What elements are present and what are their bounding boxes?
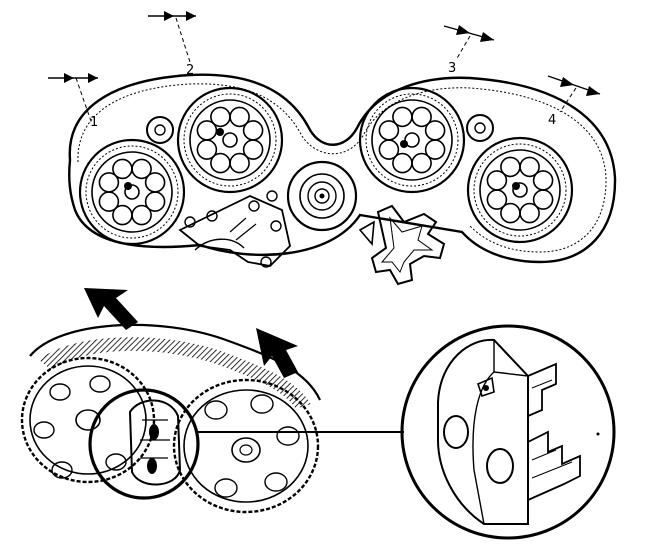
sprocket-perspective-view: [20, 288, 616, 540]
sprocket-lightening-hole: [500, 156, 521, 178]
timing-belt-top-view: 1 2 3 4: [48, 11, 617, 286]
engine-block-edge: [194, 238, 245, 251]
sprocket-lightening-hole: [500, 202, 521, 224]
sprocket-hub: [124, 184, 140, 200]
idler-pulley-left: [146, 116, 174, 144]
sprocket-lightening-hole: [112, 204, 133, 226]
sprocket-lightening-hole: [131, 204, 152, 226]
sprocket-lightening-hole: [131, 158, 152, 180]
tool-hole-lower: [486, 448, 514, 484]
locking-tool-inner: [380, 216, 434, 273]
tool-screw: [477, 376, 495, 398]
timing-mark-dot: [124, 182, 132, 190]
sprocket-lightening-hole: [519, 156, 540, 178]
sprocket-lightening-hole: [196, 139, 218, 160]
sprocket-lightening-hole: [242, 120, 264, 141]
callout-label-1: 1: [90, 115, 98, 130]
right-perspective-sprocket: [172, 378, 320, 514]
camshaft-sprocket-3: [358, 86, 466, 194]
sprocket-lightening-hole: [486, 189, 508, 210]
callout-1: 1: [48, 73, 98, 130]
timing-belt-inner-line: [77, 83, 607, 253]
timing-mark-dot: [216, 128, 224, 136]
belt-tensioner-pulley: [286, 160, 358, 232]
tensioner-bracket: [178, 190, 291, 268]
sprocket-lightening-hole: [519, 202, 540, 224]
camshaft-locking-tool: [370, 204, 446, 286]
callout-label-4: 4: [548, 113, 556, 128]
timing-mark-dot: [400, 140, 408, 148]
sprocket-lightening-hole: [229, 152, 250, 174]
sprocket-lightening-hole: [229, 106, 250, 128]
sprocket-lightening-hole: [424, 120, 446, 141]
sprocket-lightening-hole: [112, 158, 133, 180]
callout-label-2: 2: [186, 63, 194, 78]
left-perspective-sprocket: [20, 356, 156, 484]
timing-mark-dot: [512, 182, 520, 190]
camshaft-sprocket-2: [176, 86, 284, 194]
sprocket-hub: [404, 132, 420, 148]
sprocket-lightening-hole: [378, 120, 400, 141]
sprocket-hub: [512, 182, 528, 198]
sprocket-lightening-hole: [378, 139, 400, 160]
timing-belt-outline: [68, 73, 617, 264]
sprocket-lightening-hole: [392, 152, 413, 174]
locking-tool-body: [437, 338, 529, 525]
sprocket-lightening-hole: [486, 170, 508, 191]
sprocket-lightening-hole: [411, 106, 432, 128]
detail-focus-ring: [88, 388, 200, 500]
enlarged-detail-view: [400, 324, 616, 540]
camshaft-sprocket-1: [78, 138, 186, 246]
sprocket-lightening-hole: [210, 106, 231, 128]
retaining-wedge: [358, 220, 375, 246]
callout-label-3: 3: [448, 61, 456, 76]
tool-hole-upper: [443, 415, 469, 449]
sprocket-lightening-hole: [98, 172, 120, 193]
callout-4: 4: [547, 75, 601, 128]
sprocket-hub: [222, 132, 238, 148]
callout-2: 2: [148, 11, 196, 78]
perspective-belt-outer: [29, 323, 321, 401]
idler-pulley-right: [466, 114, 494, 142]
detail-dot: [596, 432, 600, 436]
sprocket-lightening-hole: [532, 170, 554, 191]
sprocket-lightening-hole: [210, 152, 231, 174]
direction-arrow-left: [84, 288, 138, 330]
sprocket-lightening-hole: [144, 172, 166, 193]
installed-locking-tool: [128, 399, 182, 486]
sprocket-lightening-hole: [411, 152, 432, 174]
perspective-belt-teeth: [39, 337, 311, 409]
camshaft-sprocket-4: [466, 136, 574, 244]
sprocket-lightening-hole: [98, 191, 120, 212]
tool-step-lugs: [527, 362, 581, 501]
callout-3: 3: [443, 25, 495, 76]
sprocket-lightening-hole: [392, 106, 413, 128]
